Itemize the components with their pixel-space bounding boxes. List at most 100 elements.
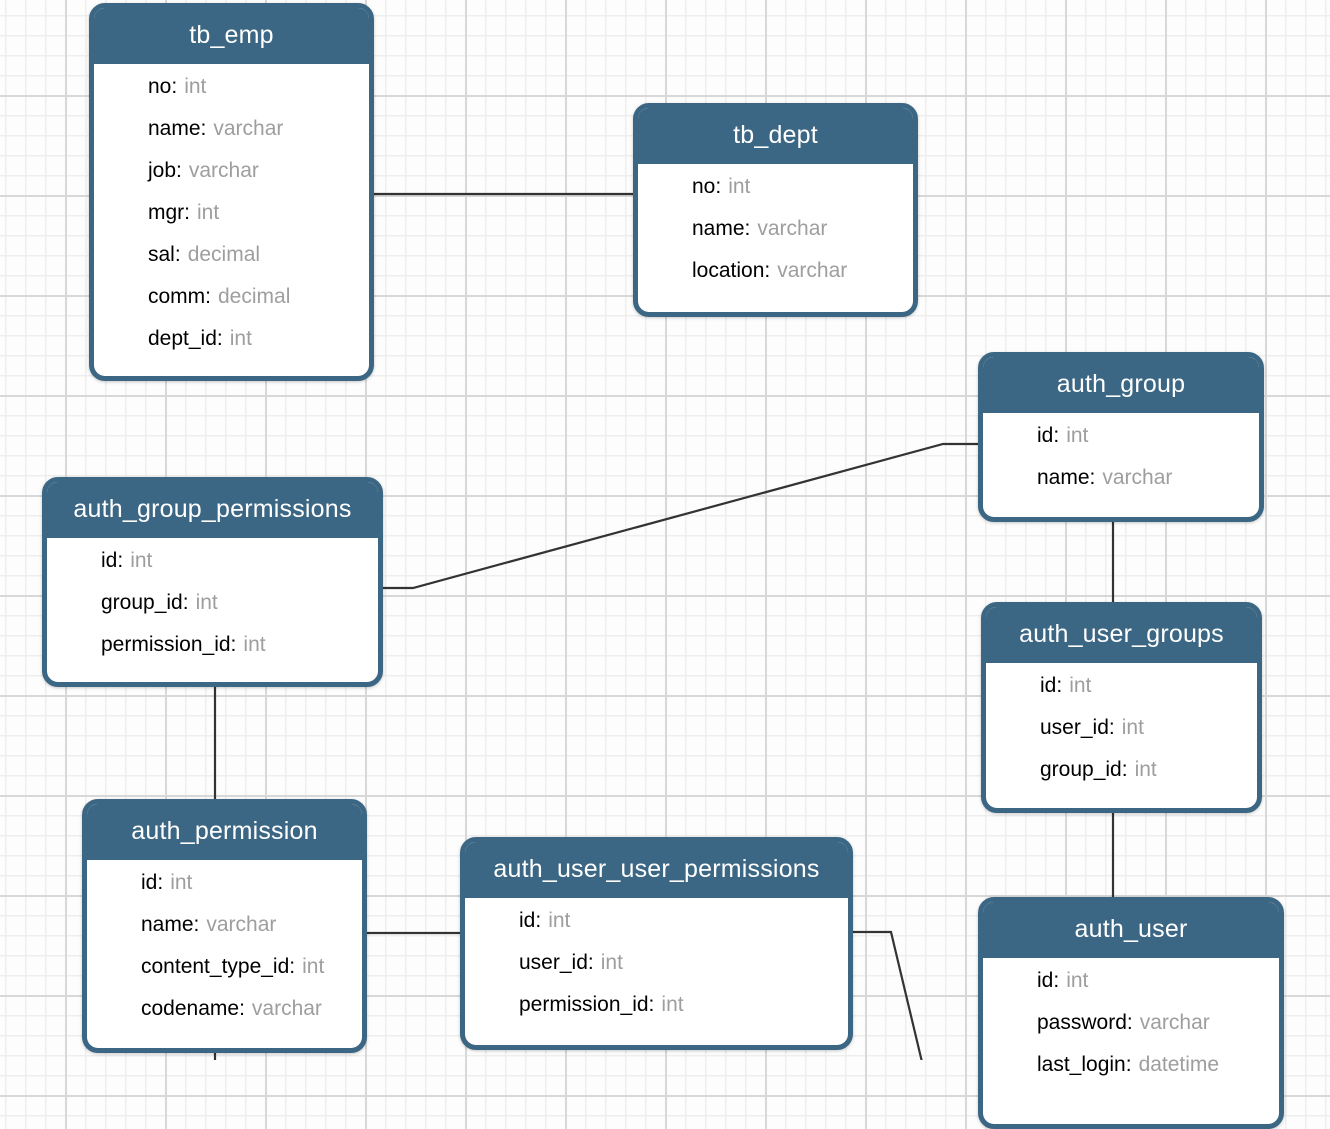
field-type: decimal	[218, 285, 291, 308]
field-type: int	[170, 871, 193, 894]
table-field-row: password:varchar	[983, 1002, 1279, 1044]
field-name: no:	[692, 175, 722, 198]
table-field-row: no:int	[94, 66, 369, 108]
field-type: varchar	[757, 217, 828, 240]
field-type: int	[1121, 716, 1144, 739]
field-type: varchar	[1139, 1011, 1210, 1034]
field-name: user_id:	[519, 951, 594, 974]
field-name: codename:	[141, 997, 245, 1020]
field-name: content_type_id:	[141, 955, 296, 978]
field-name: group_id:	[1040, 758, 1128, 781]
table-field-row: name:varchar	[87, 904, 362, 946]
table-auth_group[interactable]: auth_group id: int name: varchar	[978, 352, 1264, 522]
table-header: auth_group	[983, 357, 1259, 413]
table-title: auth_group	[1056, 370, 1186, 398]
table-header: auth_user_user_permissions	[465, 842, 848, 898]
table-field-row: comm:decimal	[94, 276, 369, 318]
relationship-line-1[interactable]	[383, 442, 978, 590]
field-name: id:	[1037, 424, 1060, 447]
table-field-row: name: varchar	[94, 108, 369, 150]
field-type: int	[184, 75, 207, 98]
table-header: tb_emp	[94, 8, 369, 64]
field-type: varchar	[251, 997, 322, 1020]
field-type: int	[548, 909, 571, 932]
field-type: varchar	[1102, 466, 1173, 489]
field-type: int	[197, 201, 220, 224]
field-type: int	[728, 175, 751, 198]
table-title: auth_user_groups	[1019, 620, 1224, 648]
field-name: dept_id:	[148, 327, 223, 350]
table-auth_user_user_permissions[interactable]: auth_user_user_permissions id:int user_id:…	[460, 837, 853, 1050]
table-field-row: codename: varchar	[87, 988, 362, 1030]
table-field-row: sal:decimal	[94, 234, 369, 276]
field-name: permission_id:	[101, 633, 237, 656]
table-field-row: group_id: int	[47, 582, 378, 624]
field-type: varchar	[188, 159, 259, 182]
field-type: int	[1069, 674, 1092, 697]
field-name: name:	[148, 117, 207, 140]
field-type: varchar	[213, 117, 284, 140]
table-field-row: name: varchar	[983, 457, 1259, 499]
field-type: int	[195, 591, 218, 614]
table-tb_dept[interactable]: tb_dept no: int name: varchar location: varcha…	[633, 103, 918, 317]
table-field-row: no: int	[638, 166, 913, 208]
field-type: int	[1066, 969, 1089, 992]
table-title: tb_emp	[189, 21, 274, 49]
table-title: auth_user_user_permissions	[493, 855, 820, 883]
table-body: id: int name: varchar	[983, 413, 1259, 499]
field-type: int	[600, 951, 623, 974]
table-header: auth_user	[983, 902, 1279, 958]
relationship-lines-layer	[213, 192, 1115, 1060]
table-field-row: mgr: int	[94, 192, 369, 234]
relationship-line-5[interactable]	[853, 930, 923, 1060]
table-field-row: permission_id: int	[47, 624, 378, 666]
field-name: location:	[692, 259, 771, 282]
field-name: group_id:	[101, 591, 189, 614]
table-field-row: id: int	[983, 960, 1279, 1002]
table-field-row: name: varchar	[638, 208, 913, 250]
table-field-row: id: int	[87, 862, 362, 904]
field-type: int	[302, 955, 325, 978]
table-field-row: content_type_id: int	[87, 946, 362, 988]
field-type: int	[1134, 758, 1157, 781]
table-field-row: id: int	[47, 540, 378, 582]
field-name: sal:	[148, 243, 181, 266]
field-name: permission_id:	[519, 993, 655, 1016]
table-title: auth_user	[1074, 915, 1188, 943]
table-field-row: permission_id:int	[465, 984, 848, 1026]
field-type: int	[1066, 424, 1089, 447]
table-field-row: group_id: int	[986, 749, 1257, 791]
field-name: id:	[141, 871, 164, 894]
field-type: int	[130, 549, 153, 572]
table-body: no: int name: varchar location: varchar	[638, 164, 913, 292]
field-type: datetime	[1138, 1053, 1220, 1076]
field-name: mgr:	[148, 201, 190, 224]
table-title: auth_group_permissions	[73, 495, 352, 523]
field-name: name:	[1037, 466, 1096, 489]
field-name: id:	[101, 549, 124, 572]
field-type: varchar	[777, 259, 848, 282]
table-header: tb_dept	[638, 108, 913, 164]
table-field-row: id: int	[986, 665, 1257, 707]
field-name: id:	[1037, 969, 1060, 992]
field-name: name:	[692, 217, 751, 240]
field-name: user_id:	[1040, 716, 1115, 739]
table-header: auth_user_groups	[986, 607, 1257, 663]
table-field-row: id: int	[983, 415, 1259, 457]
table-field-row: id:int	[465, 900, 848, 942]
table-field-row: job:varchar	[94, 150, 369, 192]
table-header: auth_permission	[87, 804, 362, 860]
field-type: int	[243, 633, 266, 656]
table-title: auth_permission	[131, 817, 318, 845]
table-field-row: last_login:datetime	[983, 1044, 1279, 1086]
field-name: id:	[1040, 674, 1063, 697]
